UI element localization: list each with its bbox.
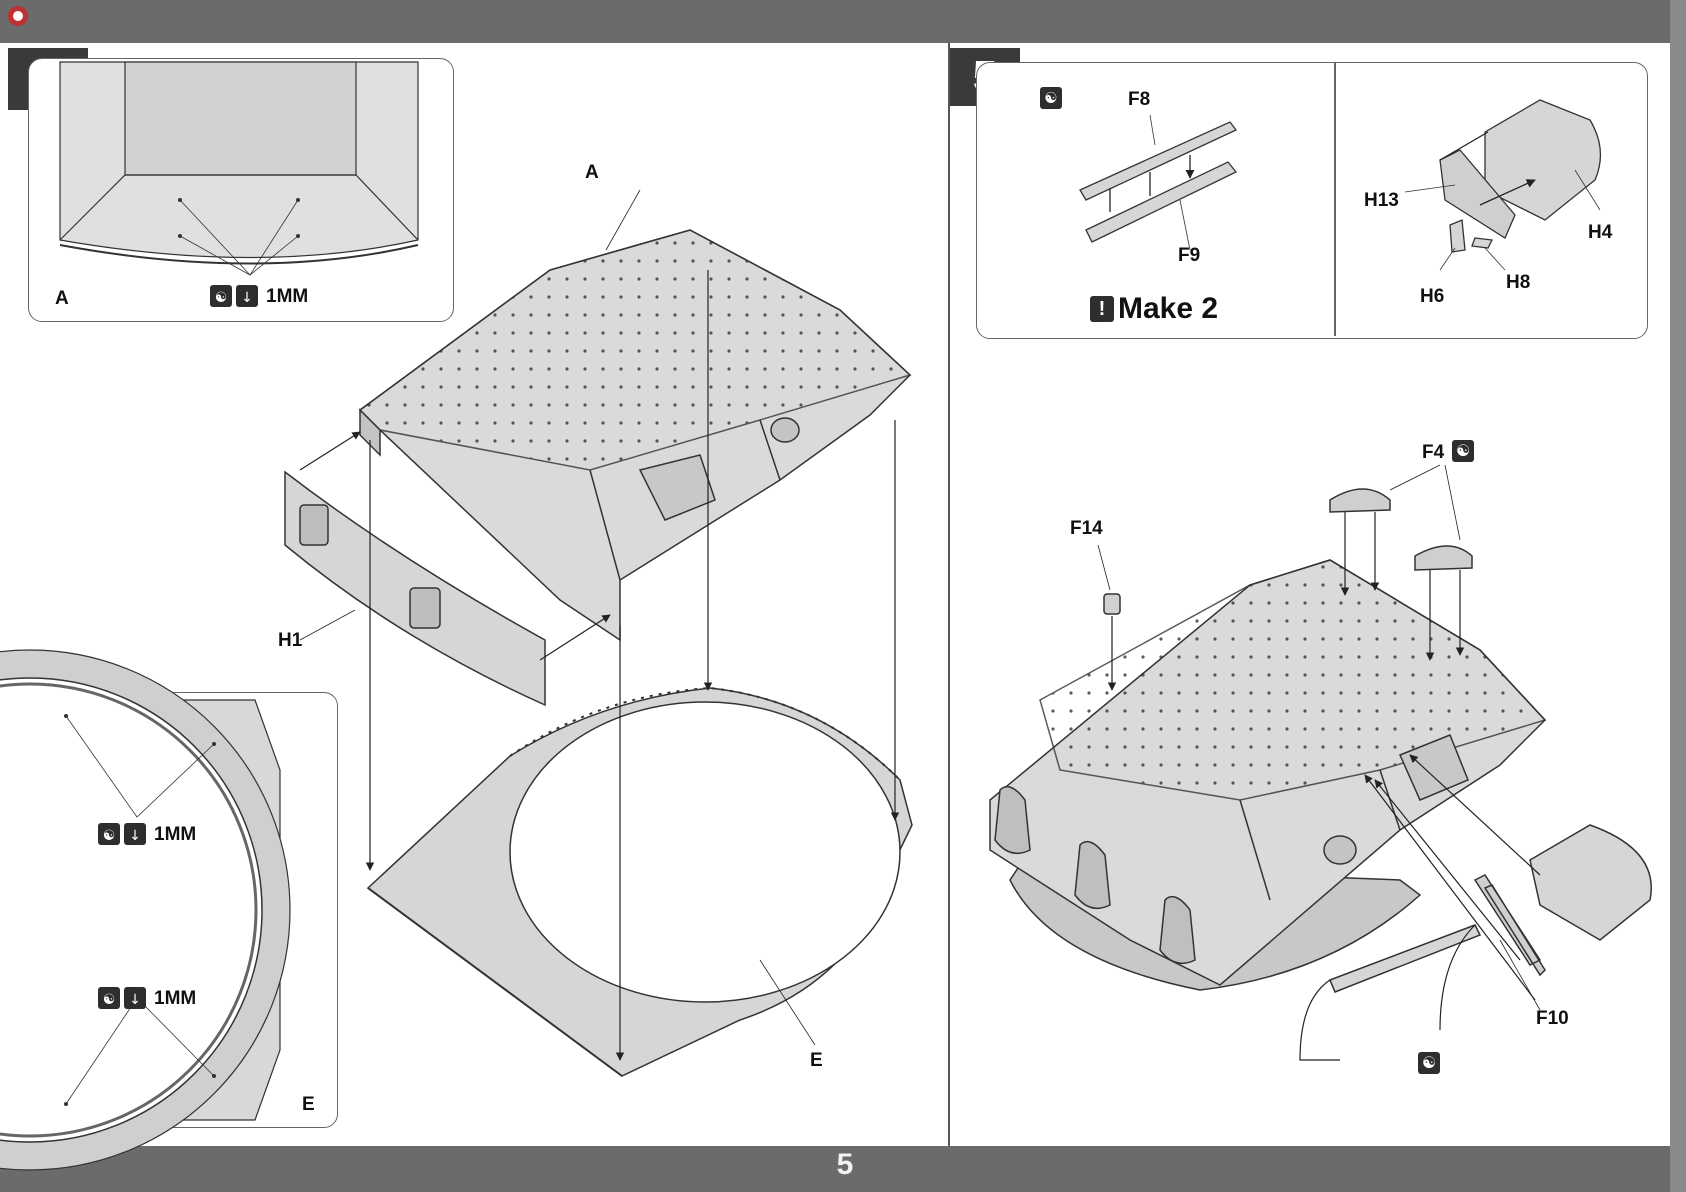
inset-a-icons: ☯ ↓ [210,285,258,307]
make-2-text: Make 2 [1118,292,1219,325]
inset-e-drill-size-upper: 1MM [154,824,197,845]
part-h1-front-plate [284,470,546,707]
part-f14-label: F14 [1070,518,1103,539]
part-e-ring-plate [366,686,913,1077]
part-h8-label: H8 [1506,272,1531,293]
svg-text:↓: ↓ [129,828,141,844]
svg-text:☯: ☯ [103,992,116,1008]
part-a-turret-body [358,229,912,642]
step5-glue-icon-group: ☯ [1040,86,1062,110]
svg-text:↓: ↓ [129,992,141,1008]
inset-e-icons: ☯ ↓ ☯ ↓ [98,823,146,1009]
caution-icon: ! [1090,296,1114,322]
glue-icon: ☯ [1040,87,1062,109]
part-e-label: E [810,1050,823,1071]
inset-e-drawing [0,649,291,1171]
f4-glue-icon: ☯ [1452,440,1474,462]
inset-a-label: A [55,288,69,309]
inset-e-drill-size-lower: 1MM [154,988,197,1009]
inset-e-label: E [302,1094,315,1115]
part-h13-label: H13 [1364,190,1399,211]
part-h4-label: H4 [1588,222,1613,243]
page-number: 5 [836,1148,854,1181]
part-f8-f9-rail [1079,114,1238,251]
part-f10-label: F10 [1536,1008,1569,1029]
step5-turret-assembly [989,488,1652,993]
part-a-label: A [585,162,599,183]
subassembly-divider [1334,63,1336,336]
part-f9-label: F9 [1178,245,1201,266]
top-band [0,0,1686,43]
svg-text:☯: ☯ [103,828,116,844]
logo-mark-icon [8,6,28,26]
bottom-band [0,1146,1686,1192]
page-divider [948,43,950,1146]
part-h6-label: H6 [1420,286,1445,307]
step4-guides [299,189,900,1061]
svg-text:☯: ☯ [215,290,228,306]
site-logo [6,4,70,40]
inset-a-drawing [59,61,419,276]
part-h4-h13-hatch [1404,99,1602,271]
step5-guides [1097,464,1541,1061]
svg-text:↓: ↓ [241,290,253,306]
part-f8-label: F8 [1128,89,1151,110]
page-edge [1670,0,1686,1192]
part-h1-label: H1 [278,630,303,651]
rail-glue-icon: ☯ [1418,1052,1440,1074]
inset-a-drill-size: 1MM [266,286,309,307]
part-f4-label: F4 [1422,442,1445,463]
make-2-note: ! Make 2 [1090,292,1218,326]
